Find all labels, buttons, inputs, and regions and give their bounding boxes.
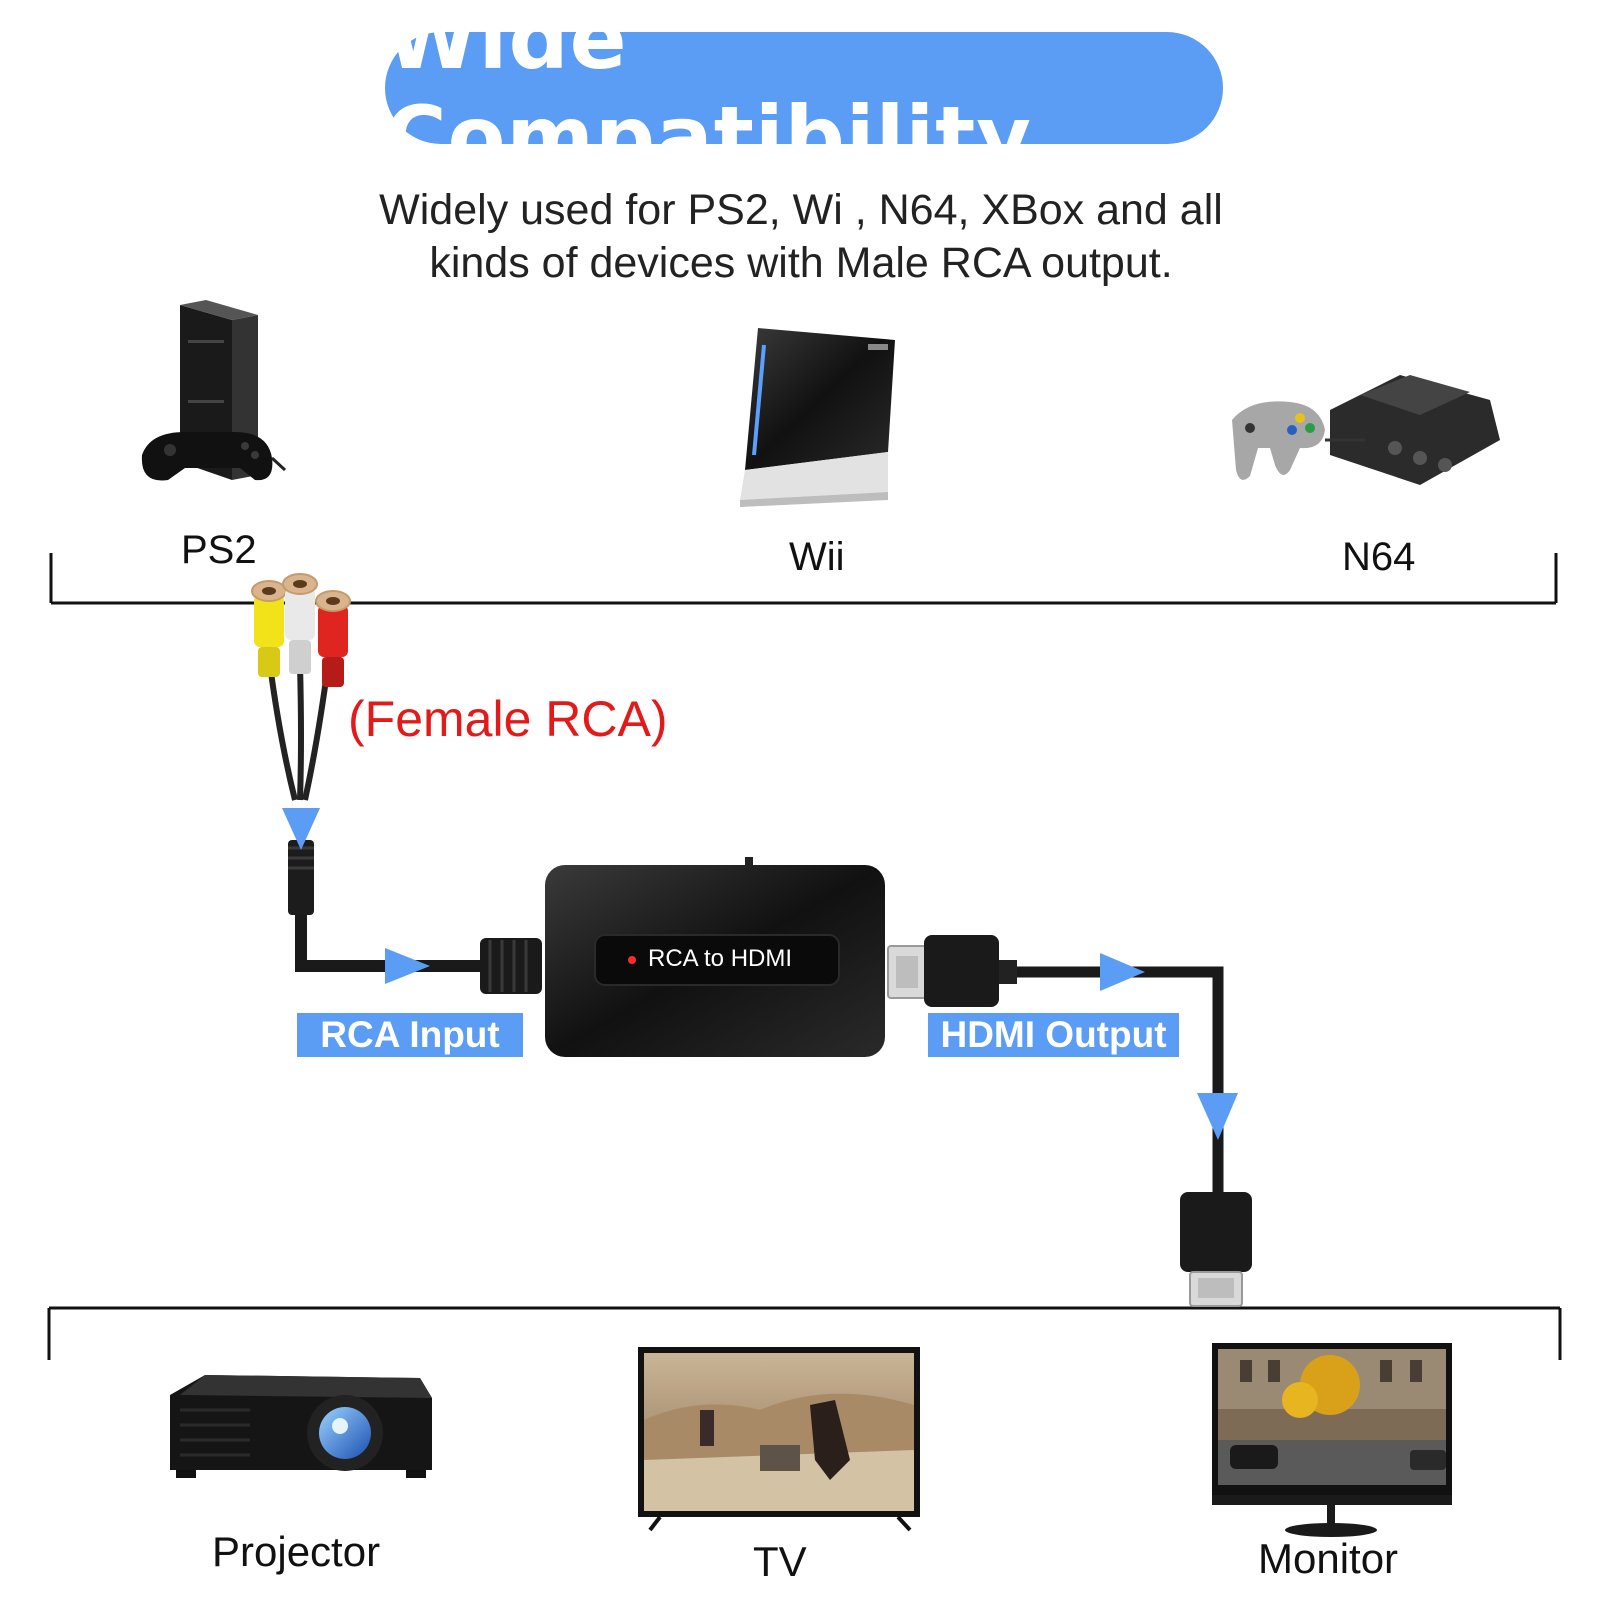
projector-icon: [170, 1375, 432, 1478]
display-label-monitor: Monitor: [1258, 1535, 1399, 1582]
converter-box: [545, 857, 885, 1057]
arrow-down-output-icon: [1197, 1093, 1238, 1140]
converter-label: RCA to HDMI: [648, 945, 793, 972]
arrow-right-input-icon: [385, 948, 430, 984]
rca-input-label: RCA Input: [297, 1013, 523, 1057]
arrow-down-input-icon: [282, 808, 320, 850]
title-banner: Wide Compatibility: [385, 0, 1223, 186]
rca-white-plug: [282, 573, 318, 674]
display-label-projector: Projector: [212, 1528, 381, 1575]
female-rca-label: (Female RCA): [348, 691, 668, 747]
source-label-wii: Wii: [789, 535, 845, 579]
bottom-bracket: [47, 1306, 1562, 1360]
source-label-ps2: PS2: [181, 528, 257, 572]
n64-console-icon: [1232, 375, 1500, 485]
rca-connectors: [251, 573, 351, 801]
subtitle-line-2: kinds of devices with Male RCA output.: [429, 239, 1173, 287]
display-label-tv: TV: [753, 1538, 807, 1585]
subtitle-line-1: Widely used for PS2, Wi , N64, XBox and …: [379, 186, 1223, 234]
hdmi-output-label: HDMI Output: [928, 1013, 1179, 1057]
wii-console-icon: [740, 328, 895, 507]
tv-icon: [638, 1347, 920, 1532]
rca-red-plug: [315, 590, 351, 687]
page-title: Wide Compatibility: [385, 0, 1033, 186]
monitor-icon: [1212, 1343, 1452, 1537]
hdmi-output-cable: [887, 935, 1252, 1307]
source-label-n64: N64: [1342, 535, 1416, 579]
rca-yellow-plug: [251, 580, 287, 677]
ps2-console-icon: [141, 300, 287, 481]
arrow-right-output-icon: [1100, 953, 1145, 991]
